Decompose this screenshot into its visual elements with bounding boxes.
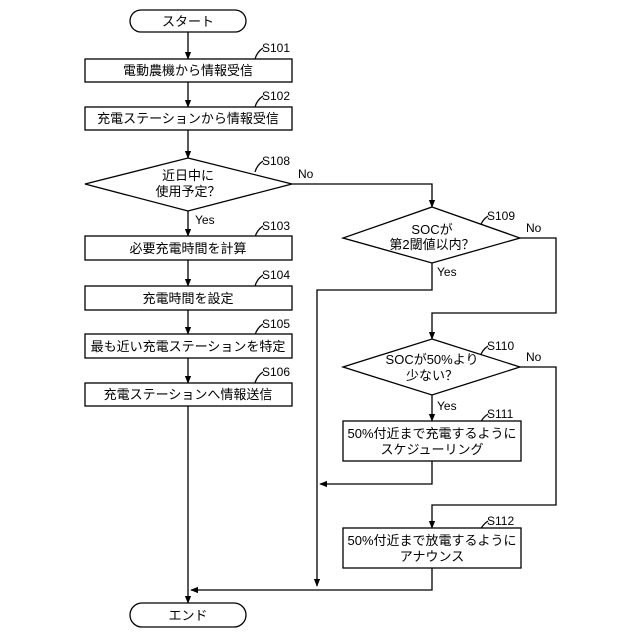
step-id-s102: S102 xyxy=(262,89,290,103)
step-id-s111: S111 xyxy=(487,407,514,421)
step-id-s112: S112 xyxy=(487,514,514,528)
branch-s109-no: No xyxy=(526,221,542,235)
decision-s110-line2: 少ない？ xyxy=(406,368,458,383)
end-terminal: エンド xyxy=(130,603,246,627)
process-s101-label: 電動農機から情報受信 xyxy=(123,63,253,78)
process-s112-line2: アナウンス xyxy=(400,549,464,564)
decision-s108-line1: 近日中に xyxy=(162,168,214,183)
process-s103-label: 必要充電時間を計算 xyxy=(129,241,246,256)
step-id-s110: S110 xyxy=(487,339,514,353)
step-id-s103: S103 xyxy=(262,219,290,233)
branch-s109-yes: Yes xyxy=(437,265,457,279)
step-id-s106: S106 xyxy=(262,365,290,379)
step-id-s104: S104 xyxy=(262,268,290,282)
process-s111-line1: 50%付近まで充電するように xyxy=(347,426,516,441)
branch-s108-no: No xyxy=(298,167,314,181)
process-s111-line2: スケジューリング xyxy=(380,442,483,457)
decision-s109-line1: SOCが xyxy=(411,222,452,237)
process-s112-line1: 50%付近まで放電するように xyxy=(347,533,516,548)
decision-s110-line1: SOCが50%より xyxy=(386,352,479,367)
connector-s108-no xyxy=(292,184,432,207)
step-id-s108: S108 xyxy=(262,154,290,168)
decision-s109: SOCが 第2閾値以内？ S109 xyxy=(343,207,520,263)
connector-s111-merge xyxy=(320,461,432,484)
branch-s110-no: No xyxy=(526,350,542,364)
step-id-s105: S105 xyxy=(262,317,290,331)
process-s105-label: 最も近い充電ステーションを特定 xyxy=(91,339,286,354)
process-s102-label: 充電ステーションから情報受信 xyxy=(97,111,279,126)
step-id-s109: S109 xyxy=(487,209,515,223)
branch-s110-yes: Yes xyxy=(437,399,457,413)
decision-s108-line2: 使用予定？ xyxy=(155,184,220,199)
start-label: スタート xyxy=(162,14,214,29)
start-terminal: スタート xyxy=(130,10,246,32)
step-id-s101: S101 xyxy=(262,41,290,55)
branch-s108-yes: Yes xyxy=(195,213,215,227)
process-s104-label: 充電時間を設定 xyxy=(142,291,233,306)
connector-s112-merge xyxy=(191,568,432,590)
end-label: エンド xyxy=(168,608,207,623)
decision-s110: SOCが50%より 少ない？ S110 xyxy=(343,339,520,395)
decision-s109-line2: 第2閾値以内？ xyxy=(389,237,474,252)
process-s106-label: 充電ステーションへ情報送信 xyxy=(104,387,273,402)
